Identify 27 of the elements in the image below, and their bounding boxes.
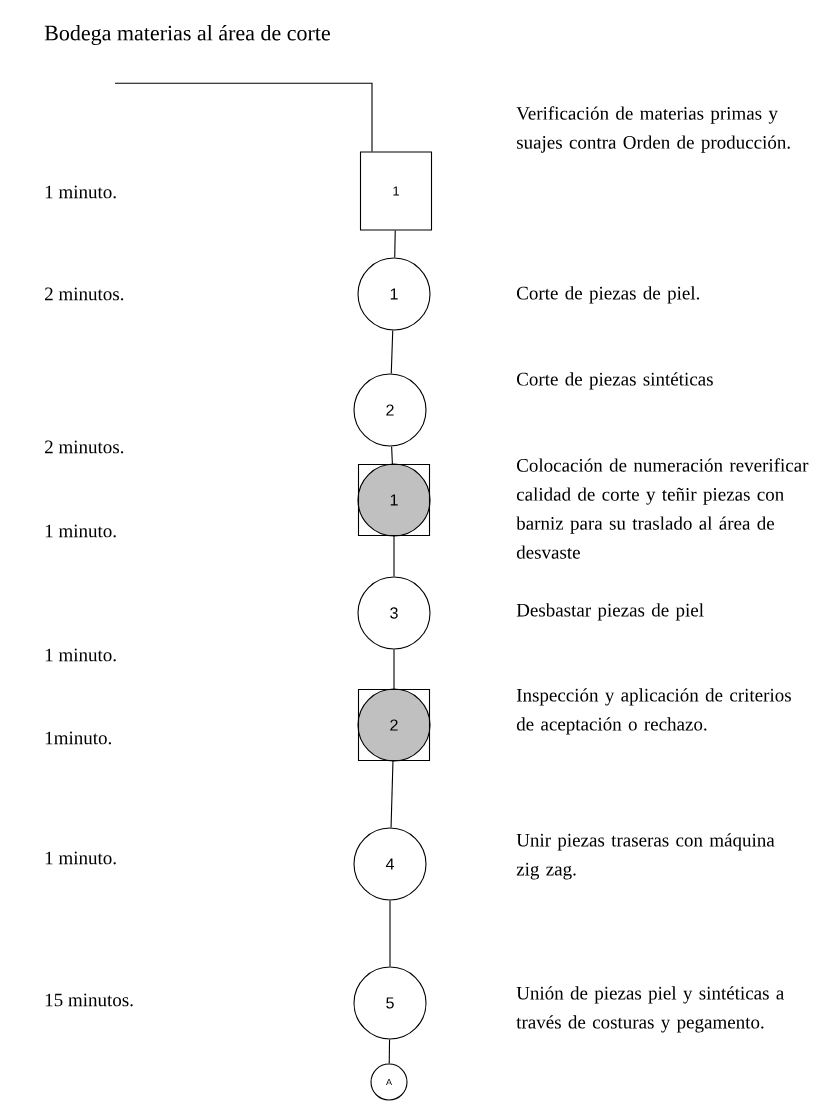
duration-text: 1 minuto. [45,851,116,865]
step-description: Unión de piezas piel y sintéticas a través de costuras y pegamento. [516,986,784,1033]
step-description: Colocación de numeración reverificar calidad de corte y teñir piezas con barniz para su traslado al área de desvaste [516,458,809,559]
duration-text: 1 minuto. [45,648,116,662]
duration-text: 2 minutos. [45,440,124,454]
connector-line [388,1039,391,1064]
step-description: Corte de piezas de piel. [517,286,700,304]
step-description: Verificación de materias primas y suajes contra Orden de producción. [516,106,790,153]
duration-text: 15 minutos. [45,993,133,1007]
step-description: Unir piezas traseras con máquina zig zag. [516,833,775,880]
title-text: Bodega materias al área de corte [44,24,330,46]
connector-line [114,82,373,152]
connector-line [394,230,396,258]
connector-line [389,900,391,967]
inspection-box: 1 [359,151,433,231]
connector-line [390,329,394,375]
step-description: Inspección y aplicación de criterios de aceptación o rechazo. [516,688,791,735]
connector-line [393,535,395,577]
step-description: Corte de piezas sintéticas [517,372,713,390]
connector-line [391,445,393,465]
duration-text: 1 minuto. [45,524,116,538]
duration-text: 1 minuto. [45,185,116,199]
duration-text: 2 minutos. [45,287,124,301]
connector-line [393,649,395,690]
step-description: Desbastar piezas de piel [516,603,704,621]
connector-line [390,760,394,829]
duration-text: 1minuto. [45,731,112,745]
